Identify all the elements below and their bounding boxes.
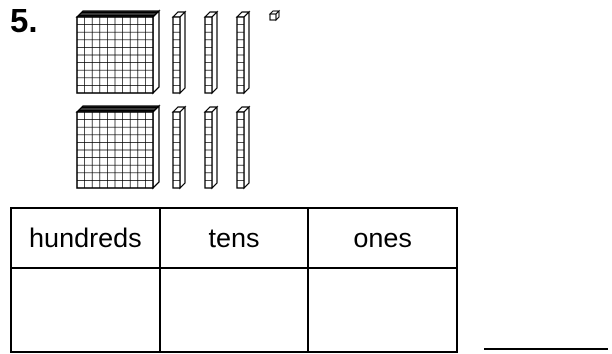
- hundreds-block: [77, 11, 159, 93]
- ones-cube: [270, 11, 279, 20]
- tens-rod: [205, 107, 217, 188]
- answer-cell-hundreds[interactable]: [11, 268, 160, 352]
- tens-rod: [237, 107, 249, 188]
- place-value-table: hundreds tens ones: [10, 207, 458, 353]
- tens-rod: [205, 12, 217, 93]
- header-hundreds: hundreds: [11, 208, 160, 268]
- header-ones: ones: [308, 208, 457, 268]
- tens-rod: [237, 12, 249, 93]
- tens-rod: [173, 12, 185, 93]
- answer-cell-ones[interactable]: [308, 268, 457, 352]
- tens-rod: [173, 107, 185, 188]
- header-tens: tens: [160, 208, 309, 268]
- base-ten-blocks: [0, 0, 612, 200]
- table-header-row: hundreds tens ones: [11, 208, 457, 268]
- answer-cell-tens[interactable]: [160, 268, 309, 352]
- answer-line: [484, 348, 608, 350]
- table-answer-row: [11, 268, 457, 352]
- hundreds-block: [77, 106, 159, 188]
